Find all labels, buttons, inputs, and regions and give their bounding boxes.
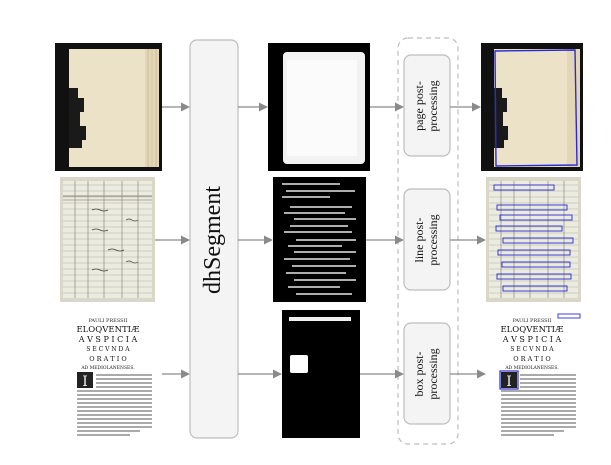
page-scan-image [55,43,162,171]
latin-dropcap: I [82,374,88,390]
row-line: line post- processing [60,177,581,302]
svg-text:line post-: line post- [412,218,426,263]
svg-text:processing: processing [426,348,440,399]
latin-line3: S E C V N D A [86,346,130,353]
box-result-image: PAULI PRESSII ELOQVENTIÆ A V S P I C I A… [486,313,586,441]
svg-text:box post-: box post- [412,351,426,396]
box-postprocess-box: box post- processing [404,323,450,424]
latin-out-header: PAULI PRESSII [512,318,551,324]
line-postprocess-box: line post- processing [404,189,450,290]
table-register-image [60,177,155,302]
svg-text:page post-: page post- [412,81,426,131]
latin-out-dropcap: I [506,374,512,390]
latin-line5: AD MEDIOLANENSES. [80,365,135,371]
latin-out-line3: S E C V N D A [510,346,554,353]
line-postprocess-line2: processing [426,214,440,265]
latin-page-image: PAULI PRESSII ELOQVENTIÆ A V S P I C I A… [62,313,162,441]
row-page: page post- processing [55,43,583,171]
box-postprocess-line2: processing [426,348,440,399]
page-postprocess-line1: page post- [412,81,426,131]
latin-line2: A V S P I C I A [78,335,138,344]
line-result-image [486,177,581,302]
box-postprocess-line1: box post- [412,351,426,396]
latin-out-line5: AD MEDIOLANENSES. [504,365,559,371]
svg-text:processing: processing [426,80,440,131]
latin-out-line4: O R A T I O [513,355,550,363]
box-mask-image [282,310,360,438]
latin-out-line2: A V S P I C I A [502,335,562,344]
row-box: PAULI PRESSII ELOQVENTIÆ A V S P I C I A… [62,310,586,441]
line-mask-image [273,177,366,302]
latin-header: PAULI PRESSII [88,318,127,324]
page-postprocess-line2: processing [426,80,440,131]
dhsegment-block: dhSegment [190,40,238,438]
latin-out-line1: ELOQVENTIÆ [500,325,564,335]
page-postprocess-box: page post- processing [404,55,450,156]
latin-line4: O R A T I O [89,355,126,363]
page-result-image [481,43,583,171]
dhsegment-label: dhSegment [200,186,226,294]
page-mask-image [268,43,370,171]
svg-text:processing: processing [426,214,440,265]
latin-line1: ELOQVENTIÆ [76,325,140,335]
line-postprocess-line1: line post- [412,218,426,263]
